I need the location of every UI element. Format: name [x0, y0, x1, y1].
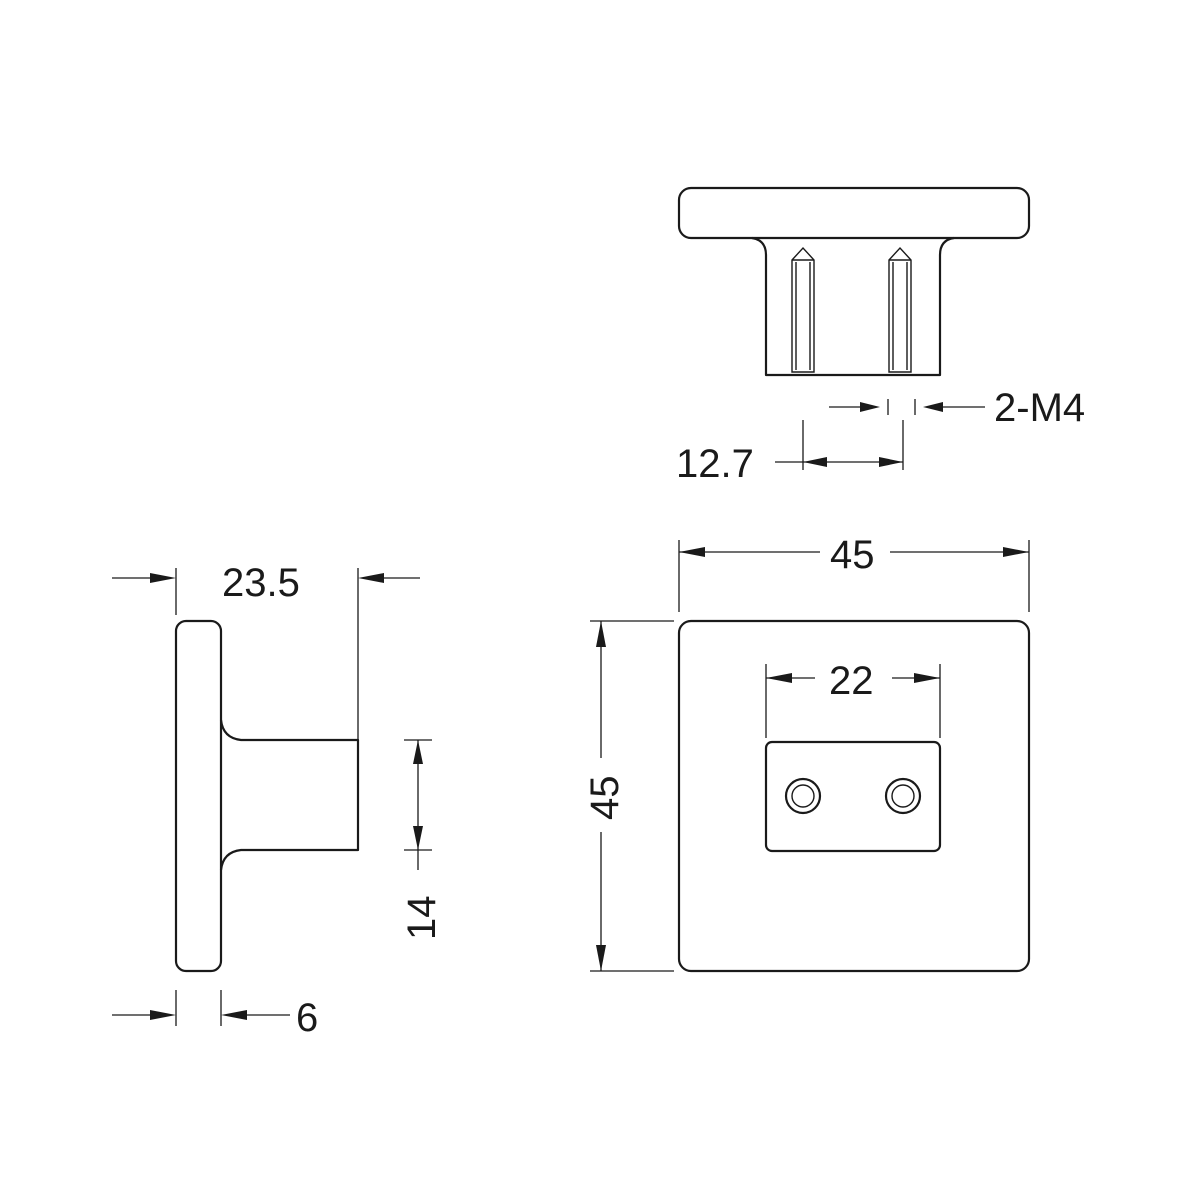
width-label: 45 [830, 533, 875, 577]
side-view: 23.5 14 6 [112, 561, 444, 1040]
height-label: 45 [583, 776, 627, 821]
side-view-stem [219, 719, 360, 871]
hole-spacing-dimension: 12.7 [676, 420, 904, 486]
width-dimension: 45 [678, 533, 1030, 612]
thread-callout-label: 2-M4 [994, 386, 1085, 430]
front-view-plate [677, 619, 1031, 973]
overall-depth-label: 23.5 [222, 561, 300, 605]
front-view: 45 45 22 [583, 533, 1031, 973]
top-view-stud-right [888, 246, 912, 373]
top-view-stem [751, 236, 955, 377]
side-view-base [174, 619, 223, 973]
base-thickness-dimension: 6 [112, 990, 318, 1040]
insert-width-label: 22 [829, 659, 874, 703]
thread-callout-dimension: 2-M4 [829, 386, 1085, 430]
front-view-hole-left [784, 777, 822, 815]
hole-spacing-label: 12.7 [676, 442, 754, 486]
base-thickness-label: 6 [296, 996, 318, 1040]
stem-height-label: 14 [400, 896, 444, 941]
top-view-stud-left [791, 246, 815, 373]
front-view-insert [764, 740, 942, 853]
insert-width-dimension: 22 [765, 659, 941, 738]
overall-depth-dimension: 23.5 [112, 561, 420, 740]
top-view-plate [677, 186, 1031, 240]
stem-height-dimension: 14 [400, 739, 444, 941]
front-view-hole-right [884, 777, 922, 815]
height-dimension: 45 [583, 620, 674, 972]
top-view: 2-M4 12.7 [676, 186, 1085, 486]
